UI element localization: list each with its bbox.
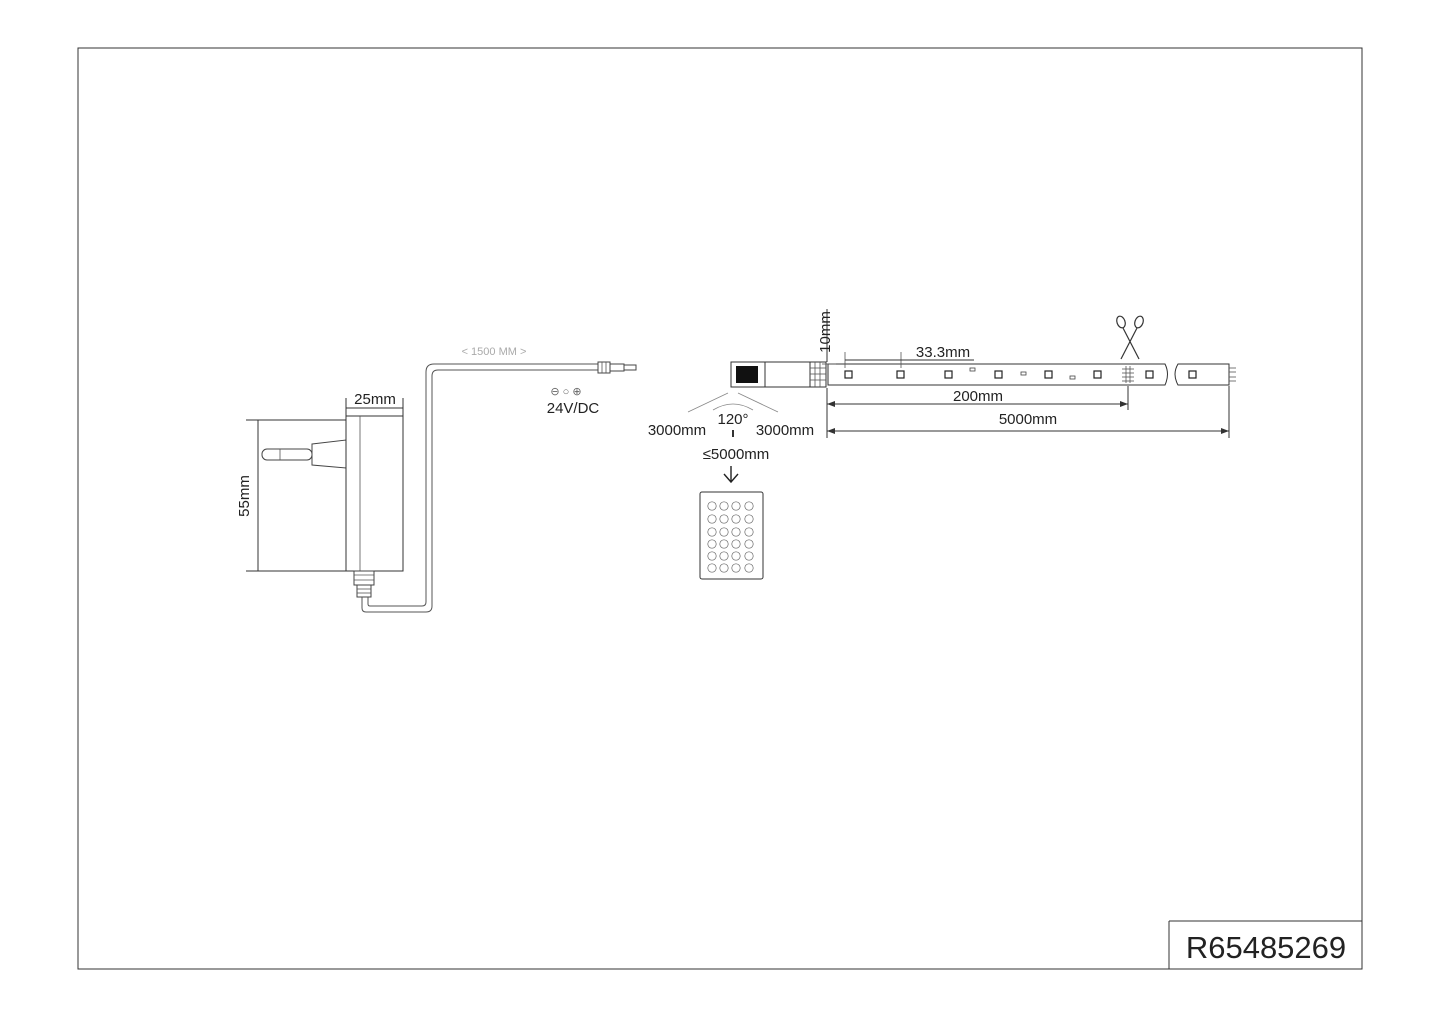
dc-connector [597, 361, 637, 374]
right-range-label: 3000mm [756, 422, 814, 439]
strip-connector [809, 361, 827, 388]
product-code: R65485269 [1186, 930, 1346, 965]
remote-button [731, 501, 741, 511]
scissors-icon [1116, 315, 1144, 360]
remote-range: 120° 3000mm 3000mm ≤5000mm [648, 392, 814, 484]
remote-button [719, 563, 729, 573]
adapter-height-label: 55mm [236, 475, 253, 517]
sheet-frame [77, 47, 1363, 970]
cut-interval-label: 200mm [953, 388, 1003, 405]
total-length-label: 5000mm [999, 411, 1057, 428]
led-chip [944, 370, 953, 379]
led-chip [1044, 370, 1053, 379]
remote-button [707, 501, 717, 511]
remote-button [731, 563, 741, 573]
max-distance-label: ≤5000mm [703, 446, 770, 463]
ir-receiver-window [736, 366, 758, 383]
led-chip [844, 370, 853, 379]
led-pitch-dimension: 33.3mm [844, 344, 974, 368]
voltage-label: 24V/DC [547, 400, 600, 417]
remote-buttons [707, 501, 754, 573]
remote-button [719, 539, 729, 549]
polarity-symbols: ⊖ ○ ⊕ [550, 386, 581, 398]
remote-button [744, 501, 754, 511]
adapter-height-dimension: 55mm [236, 419, 346, 572]
led-chips [844, 367, 1197, 380]
total-length-dimension: 5000mm [827, 386, 1230, 438]
remote-button [731, 551, 741, 561]
remote-button [719, 501, 729, 511]
remote-button [707, 563, 717, 573]
remote-button [744, 527, 754, 537]
remote-button [719, 514, 729, 524]
remote-button [719, 527, 729, 537]
title-block: R65485269 [1168, 920, 1362, 969]
plug-neck [311, 439, 347, 469]
led-chip [896, 370, 905, 379]
led-strip: 10mm 33.3mm 200mm 5000mm [730, 309, 1236, 438]
remote-button [719, 551, 729, 561]
remote-button [731, 514, 741, 524]
left-range-label: 3000mm [648, 422, 706, 439]
remote-button [744, 563, 754, 573]
arrow-down-icon [723, 466, 739, 484]
remote-button [731, 527, 741, 537]
angle-label: 120° [717, 411, 748, 428]
power-adapter: < 1500 MM > ⊖ ○ ⊕ 24V/DC 25mm 55mm [236, 346, 637, 613]
led-chip [1145, 370, 1154, 379]
led-chip [1188, 370, 1197, 379]
remote-button [744, 551, 754, 561]
remote-button [707, 527, 717, 537]
adapter-cable [361, 369, 598, 613]
strip-height-label: 10mm [817, 311, 834, 353]
remote-button [744, 514, 754, 524]
remote-button [731, 539, 741, 549]
cut-interval-dimension: 200mm [826, 386, 1129, 438]
led-chip [1093, 370, 1102, 379]
remote-button [707, 514, 717, 524]
remote-button [707, 539, 717, 549]
led-pitch-label: 33.3mm [916, 344, 970, 361]
adapter-width-label: 25mm [354, 391, 396, 408]
strip-height-dimension: 10mm [817, 309, 836, 365]
plug-pin [261, 448, 313, 461]
cut-mark [1122, 366, 1134, 383]
remote-control [699, 491, 764, 580]
adapter-width-dimension: 25mm [345, 391, 404, 418]
led-chip [994, 370, 1003, 379]
remote-button [744, 539, 754, 549]
adapter-body [345, 415, 404, 572]
remote-button [707, 551, 717, 561]
cable-length-label: < 1500 MM > [462, 346, 527, 358]
